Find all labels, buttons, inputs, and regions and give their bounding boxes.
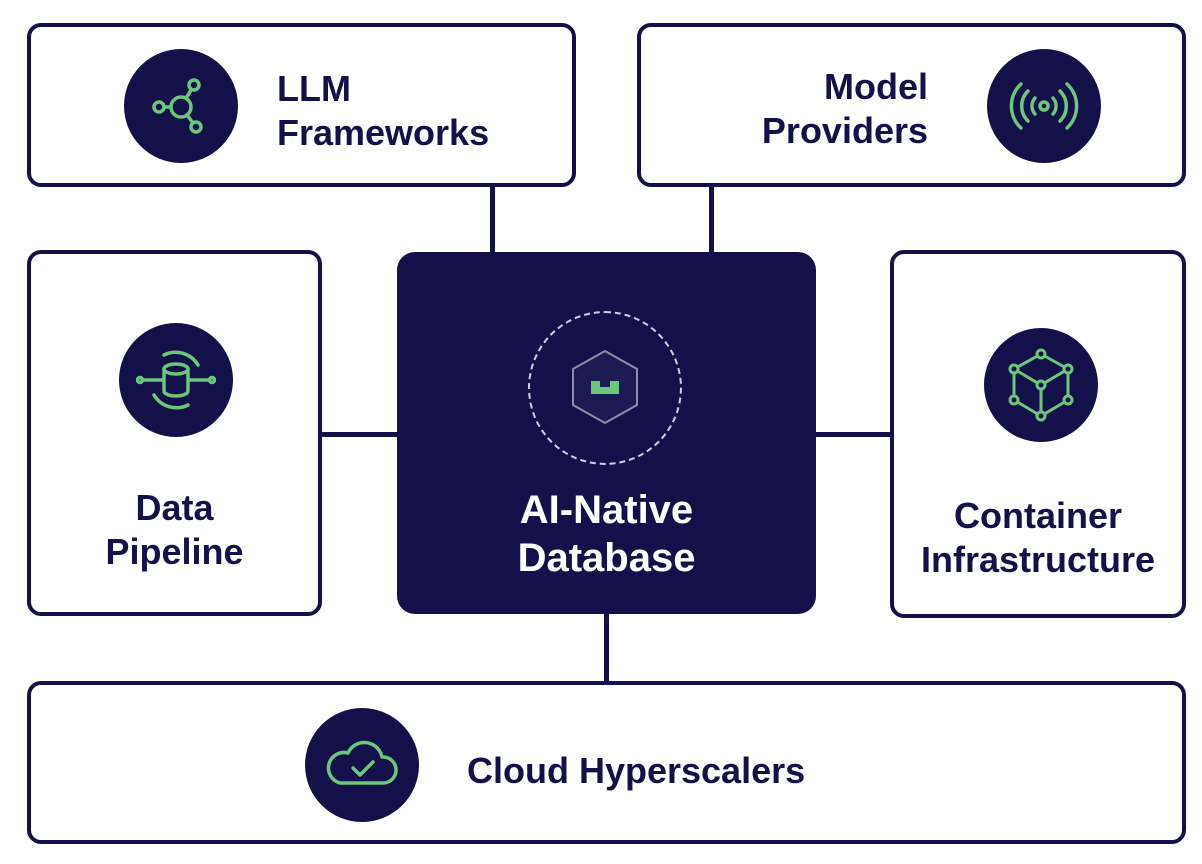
cube-network-icon [984, 328, 1098, 442]
database-pipeline-icon [119, 323, 233, 437]
llm-frameworks-label: LLM Frameworks [277, 68, 490, 153]
model-providers-card: Model Providers [637, 23, 1186, 187]
model-providers-label: Model Providers [761, 66, 928, 151]
ai-native-database-node: AI-Native Database [397, 252, 816, 614]
cloud-check-icon [305, 708, 419, 822]
llm-frameworks-card: LLM Frameworks [27, 23, 576, 187]
container-infrastructure-label: Container Infrastructure [920, 495, 1156, 580]
broadcast-signal-icon [987, 49, 1101, 163]
container-infrastructure-card: Container Infrastructure [890, 250, 1186, 618]
ai-native-database-label: AI-Native Database [517, 488, 696, 580]
network-nodes-icon [124, 49, 238, 163]
connector-center-cloud [604, 613, 609, 683]
data-pipeline-card: Data Pipeline [27, 250, 322, 616]
cloud-hyperscalers-label: Cloud Hyperscalers [467, 750, 806, 791]
cloud-hyperscalers-card: Cloud Hyperscalers [27, 681, 1186, 844]
data-pipeline-label: Data Pipeline [105, 487, 244, 572]
weaviate-logo-icon [572, 349, 638, 425]
connector-llm-center [490, 185, 495, 253]
connector-model-center [709, 185, 714, 253]
connector-container-center [815, 432, 893, 437]
dashed-ring [528, 311, 682, 465]
connector-data-center [320, 432, 398, 437]
